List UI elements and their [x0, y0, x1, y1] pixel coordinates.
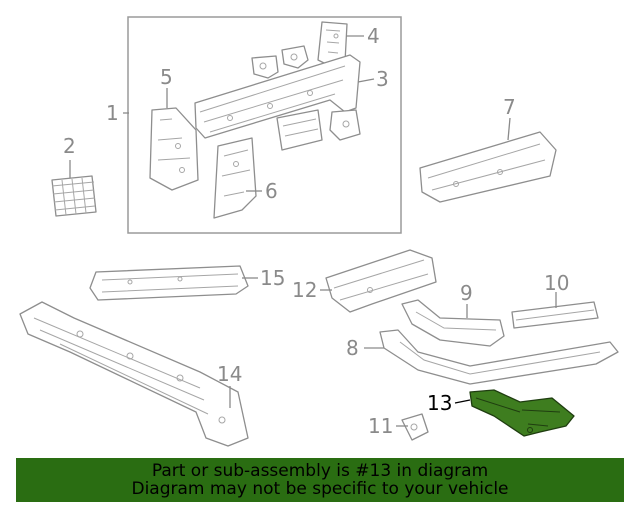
callout-15: 15	[260, 266, 285, 290]
callout-10: 10	[544, 271, 569, 295]
part-10-rail[interactable]	[511, 301, 599, 329]
assembly-1-small-brackets	[251, 45, 309, 79]
part-15-bar[interactable]	[89, 265, 249, 301]
part-5-vertical-bracket[interactable]	[149, 107, 199, 191]
callout-9: 9	[460, 281, 473, 305]
callout-13: 13	[427, 391, 452, 415]
part-4-bracket[interactable]	[317, 21, 348, 67]
callout-3: 3	[376, 67, 389, 91]
banner-line-1: Part or sub-assembly is #13 in diagram	[151, 461, 489, 481]
callout-11: 11	[368, 414, 393, 438]
callout-5: 5	[160, 65, 173, 89]
callout-6: 6	[265, 179, 278, 203]
callout-labels: 1 2 3 4 5 6 7 8 9 10 11 12 13 14 15	[63, 24, 569, 438]
assembly-1-frame	[127, 16, 402, 234]
parts-diagram: 1 2 3 4 5 6 7 8 9 10 11 12 13 14 15	[19, 16, 619, 447]
callout-8: 8	[346, 336, 359, 360]
part-6-plate[interactable]	[213, 137, 257, 219]
part-9-rail[interactable]	[401, 299, 505, 347]
callout-7: 7	[503, 95, 516, 119]
part-14-frame[interactable]	[19, 301, 249, 447]
info-banner: Part or sub-assembly is #13 in diagram D…	[16, 458, 624, 502]
part-12-rail[interactable]	[325, 249, 437, 313]
callout-2: 2	[63, 134, 76, 158]
callout-12: 12	[292, 278, 317, 302]
callout-1: 1	[106, 101, 119, 125]
banner-line-2: Diagram may not be specific to your vehi…	[131, 479, 509, 499]
part-11-clip[interactable]	[401, 413, 429, 441]
callout-14: 14	[217, 362, 242, 386]
part-2-block[interactable]	[51, 175, 97, 217]
leader-lines	[69, 35, 557, 427]
part-7-rail[interactable]	[419, 131, 557, 203]
part-13-highlighted-bracket[interactable]	[469, 389, 575, 437]
part-8-rail[interactable]	[379, 329, 619, 385]
assembly-1-lower-brackets	[276, 109, 361, 151]
callout-4: 4	[367, 24, 380, 48]
